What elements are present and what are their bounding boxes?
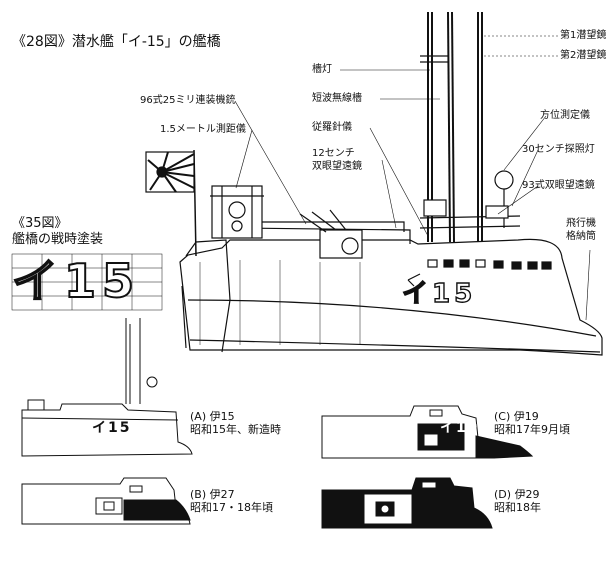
variant-d-letter: (D)	[494, 488, 512, 501]
direction-finder-loop	[494, 170, 514, 190]
variant-a-caption: (A) 伊15 昭和15年、新造時	[190, 410, 281, 436]
variant-a-letter: (A)	[190, 410, 207, 423]
label-shortwave-mast: 短波無線檣	[312, 93, 362, 104]
variant-c-drawing	[321, 405, 534, 459]
variant-b-letter: (B)	[190, 488, 207, 501]
aa-gun-mount	[299, 209, 363, 259]
variant-c-caption: (C) 伊19 昭和17年9月頃	[494, 410, 570, 436]
label-direction-finder: 方位測定儀	[540, 110, 590, 121]
label-aa-gun: 96式25ミリ連装機銃	[140, 95, 236, 106]
variant-a-drawing	[21, 318, 193, 457]
label-binoculars-93: 93式双眼望遠鏡	[522, 180, 595, 191]
variant-b-desc: 昭和17・18年頃	[190, 501, 273, 514]
variant-d-caption: (D) 伊29 昭和18年	[494, 488, 541, 514]
variant-d-drawing	[321, 477, 493, 529]
variant-a-name: 伊15	[209, 410, 235, 423]
rangefinder-assembly	[210, 185, 264, 239]
label-searchlight: 30センチ探照灯	[522, 144, 595, 155]
variant-c-desc: 昭和17年9月頃	[494, 423, 570, 436]
bridge-hull-marking: イ15	[401, 279, 477, 309]
variant-b-caption: (B) 伊27 昭和17・18年頃	[190, 488, 273, 514]
variant-a-desc: 昭和15年、新造時	[190, 423, 281, 436]
marking-grid	[11, 253, 163, 311]
label-periscope-1: 第1潜望鏡	[560, 30, 607, 41]
conning-tower-outline	[179, 238, 603, 356]
label-binoculars-12cm-b: 双眼望遠鏡	[312, 161, 362, 172]
large-hull-marking: イ15	[11, 254, 141, 308]
variant-d-name: 伊29	[514, 488, 540, 501]
figure-35-subtitle: 艦橋の戦時塗装	[12, 232, 104, 247]
variant-a-marking: イ15	[92, 420, 132, 436]
bridge-windows	[427, 259, 552, 270]
figure-35-number: 《35図》	[12, 216, 68, 231]
label-binoculars-12cm: 12センチ	[312, 148, 355, 159]
variant-c-letter: (C)	[494, 410, 511, 423]
label-hangar-a: 飛行機	[566, 218, 596, 229]
label-rangefinder: 1.5メートル測距儀	[160, 124, 246, 135]
variant-d-desc: 昭和18年	[494, 501, 541, 514]
variant-b-drawing	[21, 477, 191, 525]
label-hangar-b: 格納筒	[566, 231, 596, 242]
label-gyro-repeater: 従羅針儀	[312, 122, 352, 133]
figure-35-title: 《35図》 艦橋の戦時塗装	[12, 216, 103, 248]
variant-c-name: 伊19	[513, 410, 539, 423]
callout-leaders	[234, 35, 591, 321]
rising-sun-flag	[145, 151, 195, 193]
label-periscope-2: 第2潜望鏡	[560, 50, 607, 61]
label-mast-light: 檣灯	[312, 64, 332, 75]
figure-28-title: 《28図》潜水艦「イ-15」の艦橋	[12, 34, 221, 50]
variant-c-marking: イ19	[440, 420, 480, 436]
variant-b-name: 伊27	[209, 488, 235, 501]
